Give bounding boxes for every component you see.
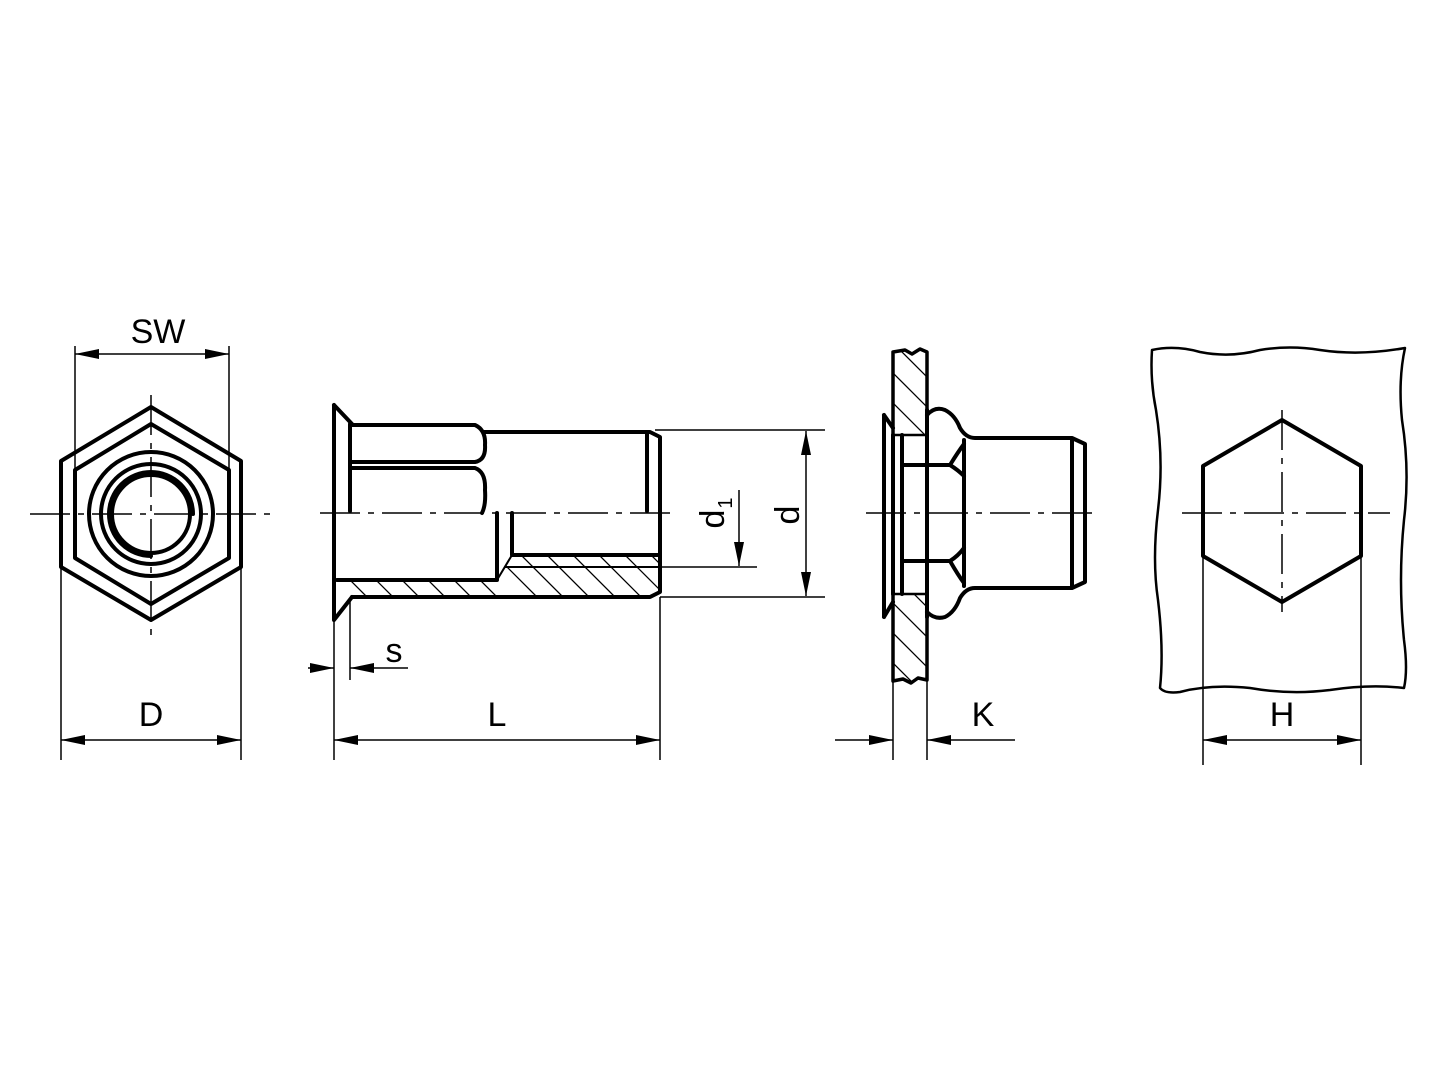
svg-text:d: d: [694, 510, 732, 529]
dimension-label-s: s: [386, 632, 403, 670]
dimension-label-d: d: [769, 506, 807, 525]
dimension-label-d1: d 1: [694, 497, 737, 528]
svg-text:1: 1: [715, 497, 737, 508]
front-view-hex: SW D: [30, 313, 272, 760]
dimension-label-l: L: [488, 696, 507, 734]
installed-view: K: [835, 347, 1096, 760]
dimension-label-h: H: [1270, 696, 1295, 734]
hex-hole-view: H: [1150, 346, 1408, 765]
dimension-label-sw: SW: [131, 313, 186, 351]
dimension-label-k: K: [972, 696, 995, 734]
hatching-left: [350, 580, 497, 597]
side-section-view: d 1 d s L: [308, 403, 825, 760]
dimension-label-d-outer: D: [139, 696, 164, 734]
hatching-right: [497, 555, 660, 597]
